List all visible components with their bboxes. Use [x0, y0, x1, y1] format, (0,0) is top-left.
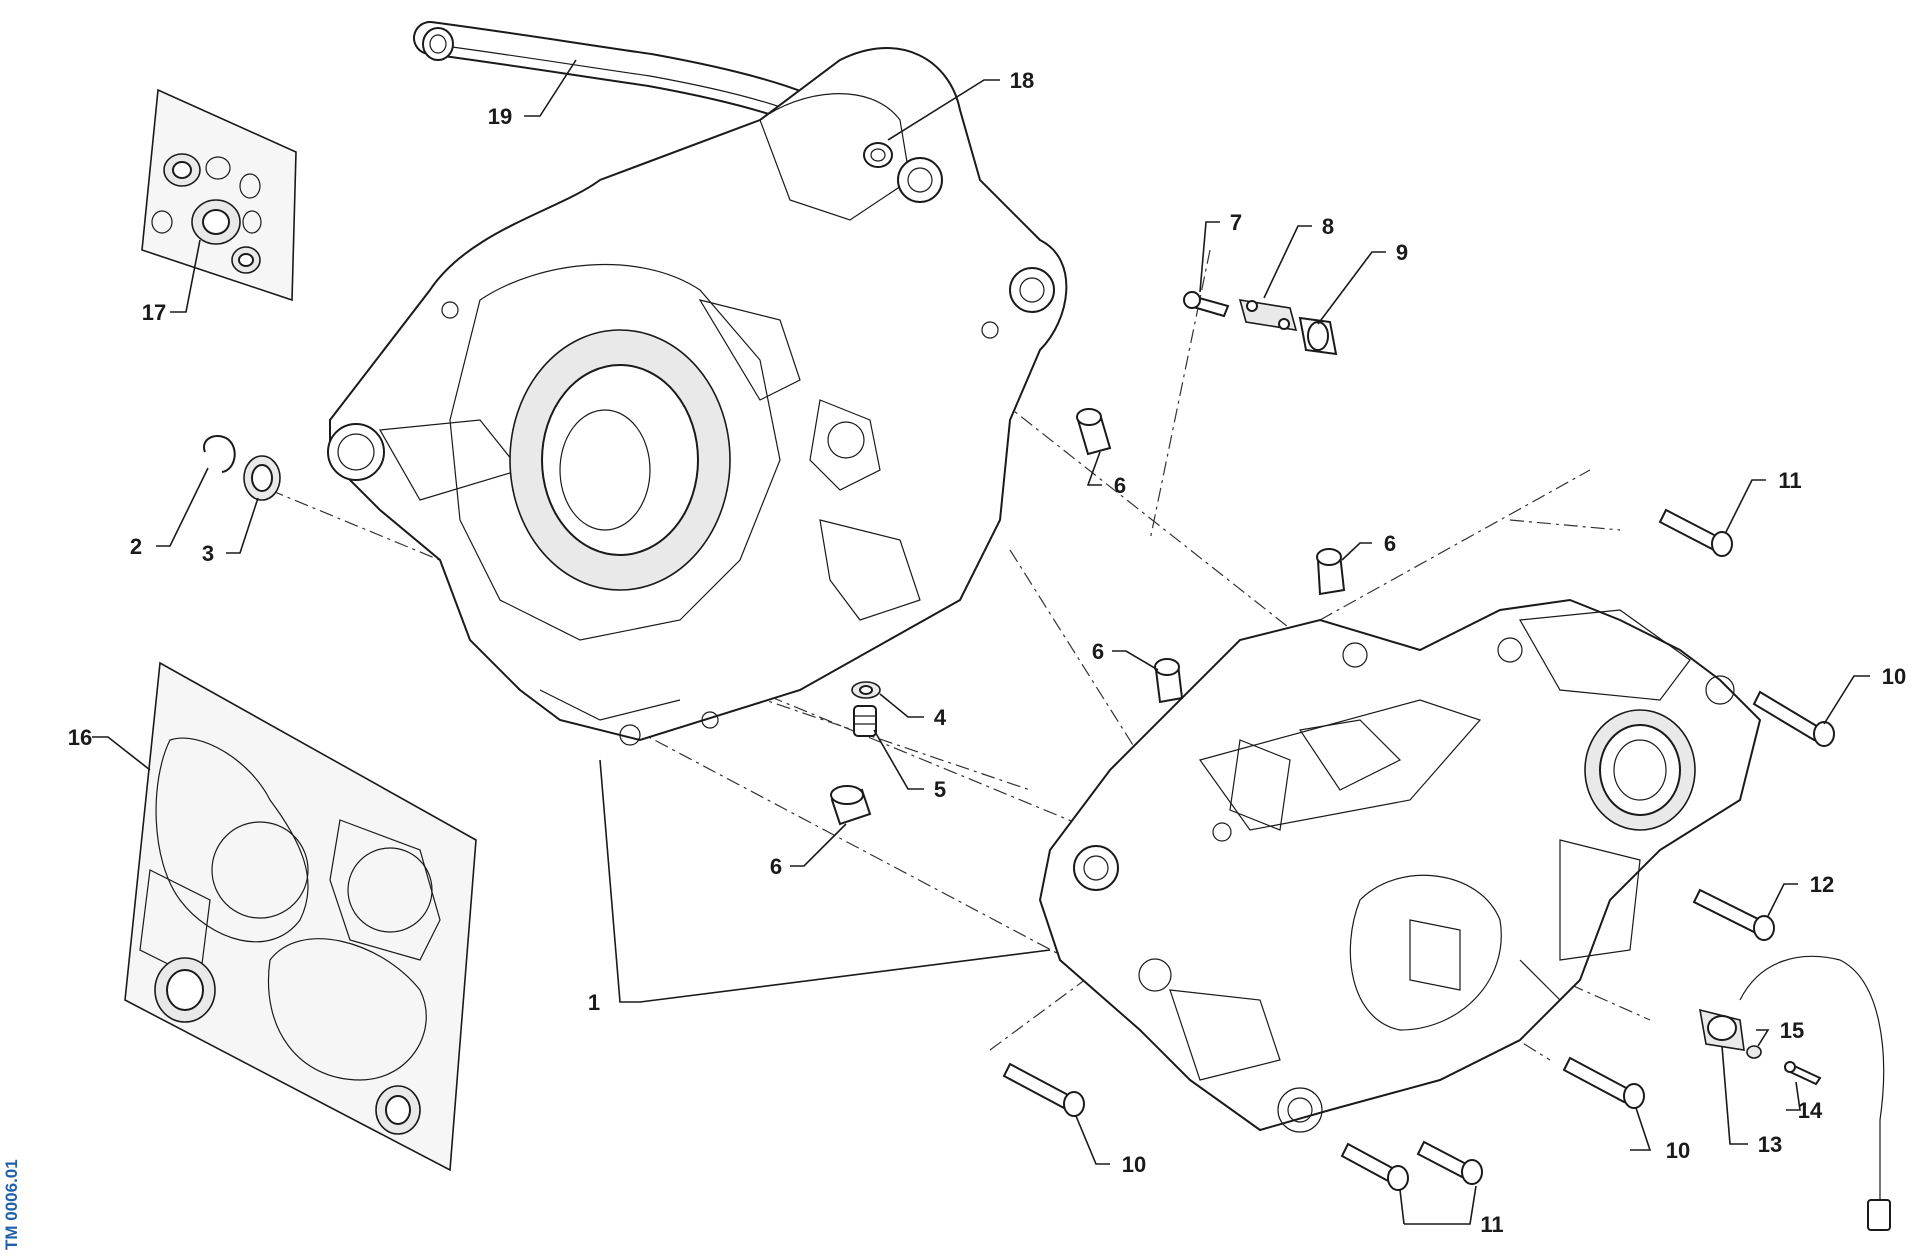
bolt-part-11-b — [1340, 1142, 1409, 1191]
callout-9: 9 — [1396, 240, 1408, 265]
callout-1: 1 — [588, 990, 600, 1015]
callout-3: 3 — [202, 541, 214, 566]
bolt-part-11-c — [1416, 1140, 1483, 1185]
plug-screw-part-5 — [853, 705, 877, 737]
callout-2: 2 — [130, 534, 142, 559]
washer-part-15 — [1746, 1045, 1762, 1059]
dowel-part-6-a — [1076, 408, 1112, 456]
callout-19: 19 — [488, 104, 512, 129]
callout-12: 12 — [1810, 872, 1834, 897]
callout-11a: 11 — [1778, 468, 1801, 493]
callout-7: 7 — [1230, 210, 1242, 235]
leader-lines — [92, 59, 1870, 1225]
callout-10b: 10 — [1666, 1138, 1690, 1163]
bolt-part-11-a — [1658, 508, 1733, 557]
callout-11b: 11 — [1480, 1212, 1503, 1237]
callout-6c: 6 — [1092, 639, 1104, 664]
circlip-part-2 — [202, 434, 236, 473]
seal-ring-part-3 — [243, 455, 281, 501]
callout-15: 15 — [1780, 1018, 1804, 1043]
callout-13: 13 — [1758, 1132, 1782, 1157]
gasket-part-8 — [1238, 299, 1298, 331]
callout-4: 4 — [934, 705, 947, 730]
right-crankcase-half — [1038, 598, 1762, 1133]
callout-10c: 10 — [1122, 1152, 1146, 1177]
screw-part-7 — [1183, 291, 1230, 318]
callout-6d: 6 — [770, 854, 782, 879]
bolt-part-12 — [1692, 888, 1775, 941]
seal-kit-part-17 — [141, 88, 297, 302]
callout-6b: 6 — [1384, 531, 1396, 556]
callout-8: 8 — [1322, 214, 1334, 239]
bolt-part-10-c — [1002, 1062, 1085, 1117]
sensor-part-13 — [1698, 955, 1891, 1231]
clip-part-18 — [863, 142, 893, 168]
callout-5: 5 — [934, 777, 946, 802]
dowel-part-6-c — [1154, 658, 1184, 704]
bolt-part-10-a — [1752, 690, 1835, 747]
callout-labels: 1 2 3 4 5 6 6 6 6 7 8 9 10 10 10 11 11 1… — [68, 68, 1906, 1237]
cover-part-9 — [1298, 316, 1338, 356]
washer-part-4 — [851, 681, 881, 699]
screw-part-14 — [1784, 1061, 1822, 1086]
gasket-kit-part-16 — [124, 661, 477, 1172]
callout-16: 16 — [68, 725, 92, 750]
drawing-code-label: TM 0006.01 — [2, 1159, 21, 1250]
dowel-part-6-d — [830, 785, 872, 826]
callout-17: 17 — [142, 300, 166, 325]
callout-6a: 6 — [1114, 473, 1126, 498]
callout-10a: 10 — [1882, 664, 1906, 689]
bolt-part-10-b — [1562, 1056, 1645, 1109]
callout-18: 18 — [1010, 68, 1034, 93]
dowel-part-6-b — [1316, 548, 1346, 596]
callout-14: 14 — [1798, 1098, 1823, 1123]
left-crankcase-half — [327, 47, 1068, 746]
